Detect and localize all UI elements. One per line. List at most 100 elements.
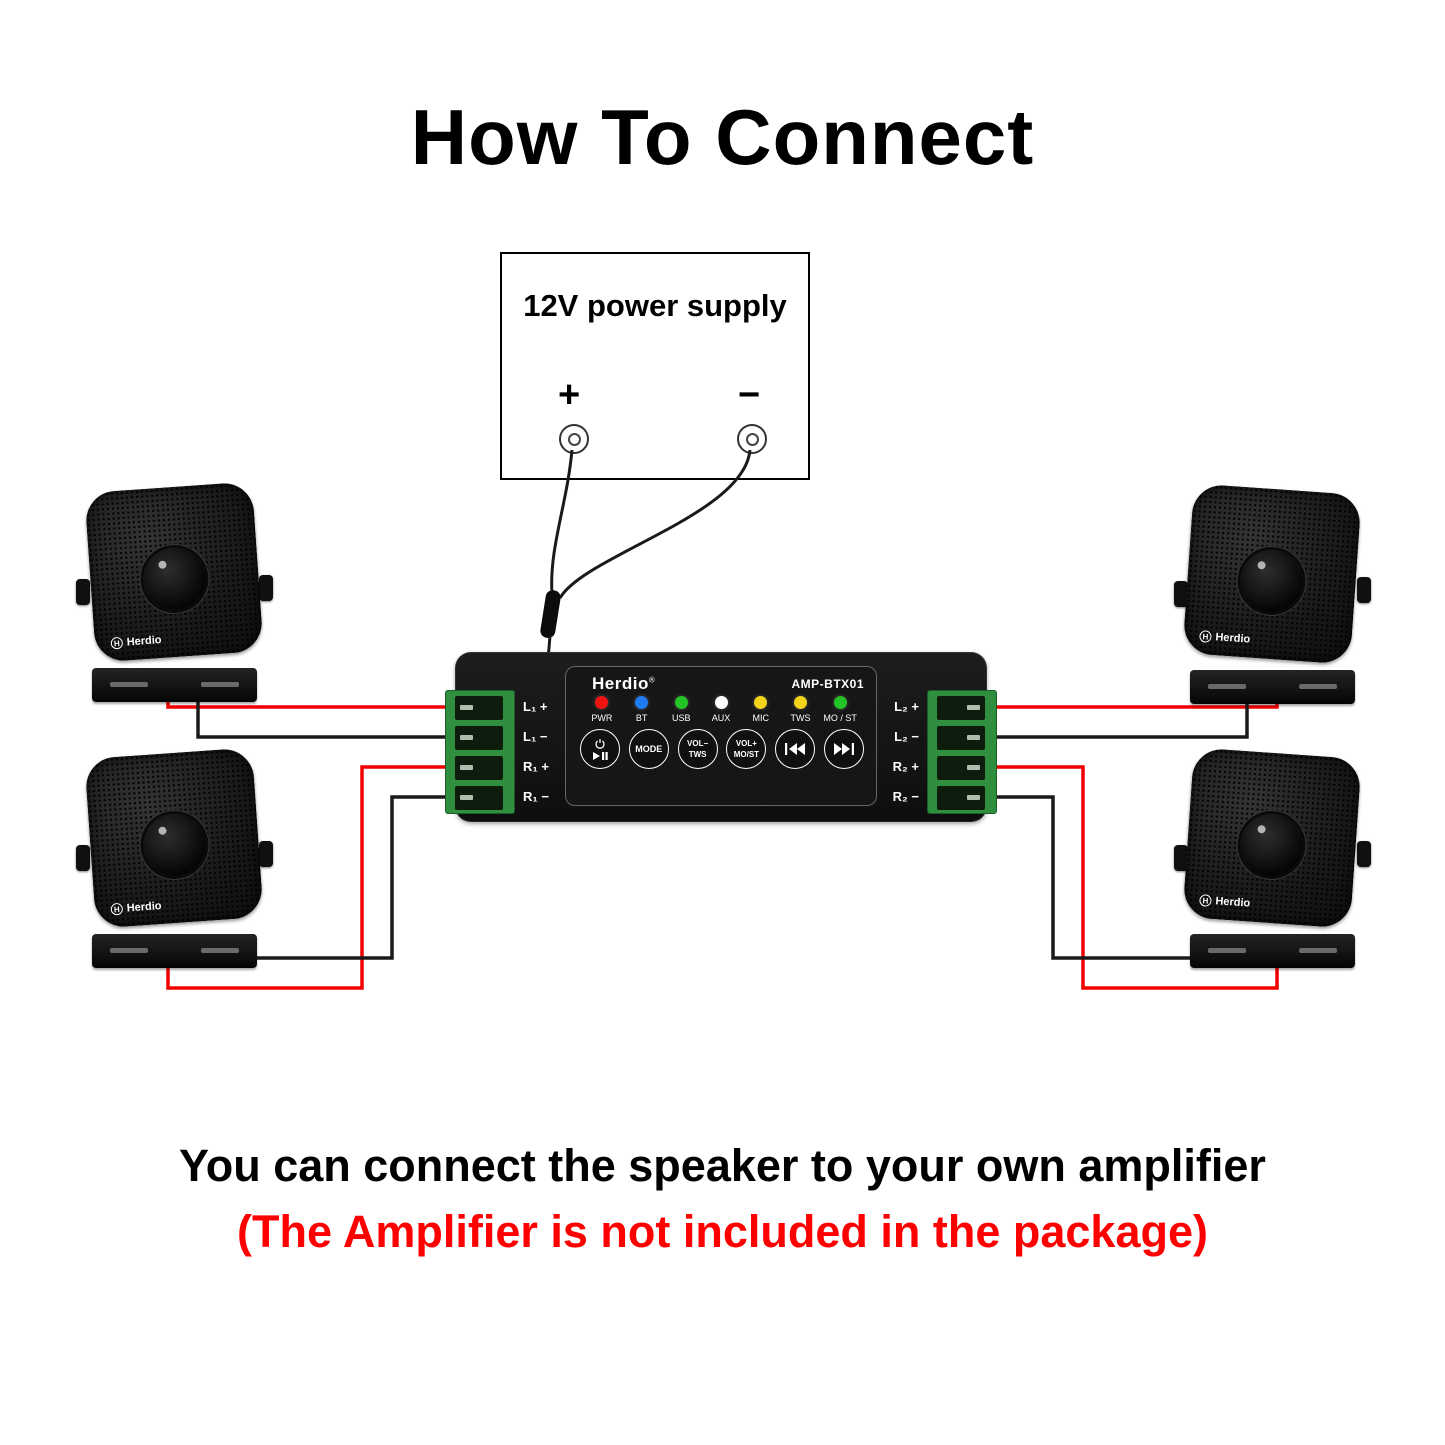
mount-bracket — [1190, 934, 1355, 968]
speaker-grille: H Herdio — [1182, 747, 1362, 929]
skip-back-icon — [784, 743, 805, 755]
button-row: MODE VOL− TWS VOL+ MO/ST — [566, 723, 876, 769]
bracket-slot — [1299, 684, 1337, 689]
bracket-slot — [110, 948, 148, 953]
positive-terminal — [559, 424, 589, 454]
power-supply-label: 12V power supply — [523, 288, 787, 323]
bracket-slot — [201, 682, 239, 687]
speaker-grille: H Herdio — [84, 747, 264, 929]
led-indicator-row: PWR BT USB AUX MIC — [566, 694, 876, 723]
bracket-slot — [201, 948, 239, 953]
amplifier-unit: L₁ + L₁ − R₁ + R₁ − L₂ + L₂ − R₂ + R₂ − … — [445, 652, 997, 822]
mount-knob-icon — [1174, 845, 1188, 871]
speaker-grille: H Herdio — [1182, 483, 1362, 665]
terminal-slot — [937, 786, 985, 810]
screw-slit — [967, 765, 980, 770]
power-supply-box: 12V power supply + − — [500, 252, 810, 480]
led-mic-light — [754, 696, 768, 709]
terminal-slot — [937, 726, 985, 750]
speaker-driver — [141, 811, 208, 878]
led-tws: TWS — [781, 696, 821, 723]
speaker-top-right: H Herdio — [1174, 483, 1371, 704]
led-mo-st: MO / ST — [820, 696, 860, 723]
mode-button: MODE — [628, 729, 669, 769]
herdio-logo-icon: H — [1199, 630, 1212, 643]
terminal-slot — [937, 696, 985, 720]
highlight-dot — [1257, 824, 1266, 834]
terminal-label-r1-minus: R₁ − — [523, 789, 549, 804]
terminal-label-r2-minus: R₂ − — [892, 789, 919, 804]
negative-terminal — [737, 424, 767, 454]
screw-slit — [460, 765, 473, 770]
footer-text-red: (The Amplifier is not included in the pa… — [237, 1206, 1208, 1257]
speaker-grille: H Herdio — [84, 481, 264, 663]
herdio-logo-icon: H — [110, 902, 124, 916]
next-track-button — [823, 729, 864, 769]
model-number: AMP-BTX01 — [791, 677, 864, 691]
mount-knob-icon — [259, 575, 273, 601]
volume-down-tws-button: VOL− TWS — [677, 729, 718, 769]
speaker-driver — [1238, 811, 1305, 878]
previous-track-button — [775, 729, 816, 769]
brand-logo: Herdio® — [592, 674, 655, 694]
led-aux-light — [714, 696, 728, 709]
mount-bracket — [92, 934, 257, 968]
screw-slit — [967, 795, 980, 800]
mount-knob-icon — [76, 845, 90, 871]
led-mic: MIC — [741, 696, 781, 723]
mount-knob-icon — [259, 841, 273, 867]
terminal-label-l1-plus: L₁ + — [523, 699, 548, 714]
led-pwr-light — [595, 696, 609, 709]
terminal-label-l2-minus: L₂ − — [894, 729, 919, 744]
power-icon — [595, 739, 605, 749]
screw-slit — [460, 795, 473, 800]
mount-bracket — [1190, 670, 1355, 704]
amplifier-control-panel: Herdio® AMP-BTX01 PWR BT USB — [565, 666, 877, 806]
page-title: How To Connect — [410, 93, 1035, 181]
highlight-dot — [1257, 560, 1266, 570]
mount-knob-icon — [1174, 581, 1188, 607]
terminal-pin — [745, 432, 759, 446]
volume-up-mono-stereo-button: VOL+ MO/ST — [726, 729, 767, 769]
bracket-slot — [110, 682, 148, 687]
speaker-driver — [1238, 547, 1305, 614]
footer-text-black: You can connect the speaker to your own … — [179, 1140, 1266, 1191]
speaker-brand-logo: H Herdio — [110, 634, 162, 650]
mount-knob-icon — [1357, 577, 1371, 603]
terminal-block-right — [927, 690, 997, 814]
herdio-logo-icon: H — [110, 636, 124, 650]
bracket-slot — [1208, 684, 1246, 689]
bracket-slot — [1299, 948, 1337, 953]
herdio-logo-icon: H — [1199, 894, 1212, 907]
speaker-driver — [141, 545, 208, 612]
screw-slit — [967, 705, 980, 710]
play-pause-icon — [592, 752, 608, 760]
power-play-pause-button — [580, 729, 620, 769]
speaker-top-left: H Herdio — [76, 481, 273, 702]
screw-slit — [460, 735, 473, 740]
mount-knob-icon — [1357, 841, 1371, 867]
mount-bracket — [92, 668, 257, 702]
speaker-brand-logo: H Herdio — [1199, 894, 1251, 910]
terminal-block-left — [445, 690, 515, 814]
terminal-slot — [455, 756, 503, 780]
terminal-label-r2-plus: R₂ + — [892, 759, 919, 774]
led-tws-light — [793, 696, 807, 709]
led-usb-light — [674, 696, 688, 709]
led-mo-st-light — [833, 696, 847, 709]
terminal-label-l2-plus: L₂ + — [894, 699, 919, 714]
highlight-dot — [158, 826, 167, 835]
screw-slit — [967, 735, 980, 740]
speaker-bottom-right: H Herdio — [1174, 747, 1371, 968]
skip-forward-icon — [834, 743, 855, 755]
led-aux: AUX — [701, 696, 741, 723]
minus-symbol: − — [738, 374, 761, 416]
speaker-brand-logo: H Herdio — [1199, 630, 1251, 646]
led-pwr: PWR — [582, 696, 622, 723]
led-bt: BT — [622, 696, 662, 723]
led-bt-light — [635, 696, 649, 709]
led-usb: USB — [661, 696, 701, 723]
plus-symbol: + — [558, 374, 581, 416]
